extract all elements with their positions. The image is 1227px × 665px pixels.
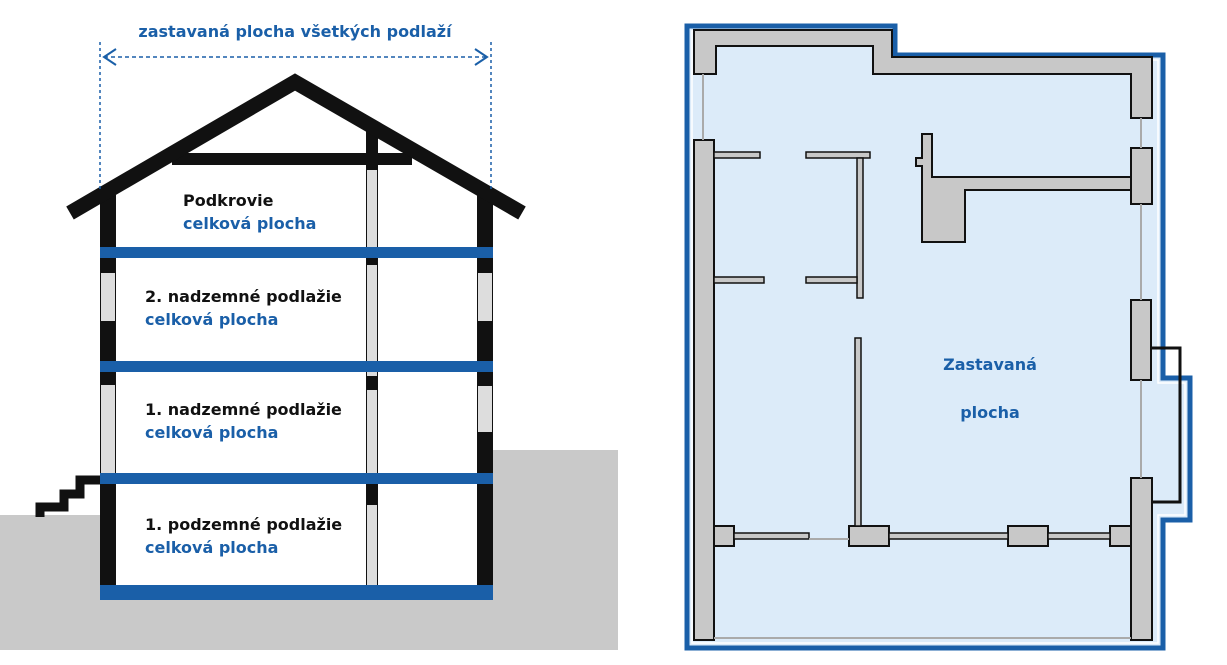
- interior: [100, 200, 493, 590]
- floor-area: celková plocha: [145, 423, 278, 442]
- house-section: zastavaná plocha všetkých podlaží Podkro…: [0, 22, 618, 650]
- wall: [713, 525, 735, 547]
- floor-area: celková plocha: [183, 214, 316, 233]
- wall: [915, 133, 1132, 243]
- built-up-area: [684, 23, 1193, 651]
- floor-name: 1. nadzemné podlažie: [145, 400, 342, 419]
- wall: [693, 139, 715, 641]
- roof: [66, 73, 526, 220]
- window: [478, 273, 492, 321]
- wall: [848, 525, 890, 547]
- window: [478, 386, 492, 432]
- wall: [1007, 525, 1049, 547]
- plan-label-line2: plocha: [960, 403, 1020, 422]
- floor-name: 1. podzemné podlažie: [145, 515, 342, 534]
- window: [101, 273, 115, 321]
- floor-area: celková plocha: [145, 538, 278, 557]
- floor-name: 2. nadzemné podlažie: [145, 287, 342, 306]
- slab: [100, 247, 493, 258]
- wall: [1109, 525, 1132, 547]
- wall: [693, 29, 1153, 119]
- slab: [100, 473, 493, 484]
- slab: [100, 361, 493, 372]
- diagram-title: zastavaná plocha všetkých podlaží: [138, 22, 453, 41]
- floor-area: celková plocha: [145, 310, 278, 329]
- wall: [1130, 147, 1153, 205]
- slab: [100, 585, 493, 600]
- wall: [1130, 477, 1153, 641]
- stairs: [35, 475, 100, 517]
- collar-beam: [172, 153, 412, 165]
- wall: [1130, 299, 1152, 381]
- floor-name: Podkrovie: [183, 191, 274, 210]
- floor-plan: Zastavaná plocha: [684, 23, 1193, 651]
- plan-label-line1: Zastavaná: [943, 355, 1037, 374]
- window: [101, 385, 115, 473]
